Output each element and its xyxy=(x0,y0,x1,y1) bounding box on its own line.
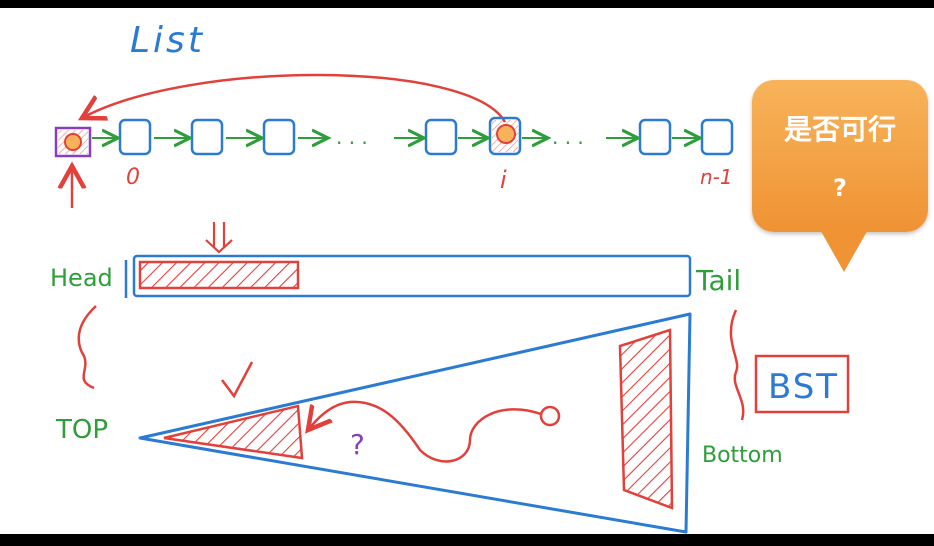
bottom-frame-bar xyxy=(0,534,934,546)
list-label: List xyxy=(130,20,205,61)
bst-triangle xyxy=(138,312,692,534)
head-target-circle xyxy=(64,133,82,151)
speech-callout xyxy=(752,80,928,232)
list-node-2 xyxy=(262,118,296,156)
callout-text: 是否可行 xyxy=(783,113,896,146)
deque-bar xyxy=(132,254,692,298)
index-0-label: 0 xyxy=(126,165,140,190)
list-node-3 xyxy=(424,118,458,156)
dots-left: . . . xyxy=(336,125,368,149)
index-n-1-label: n-1 xyxy=(700,165,733,189)
top-hatched-region xyxy=(163,404,304,460)
question-mark: ? xyxy=(350,428,365,461)
list-node-5 xyxy=(638,118,672,156)
top-label: TOP xyxy=(55,415,108,445)
dots-right: . . . xyxy=(552,125,584,149)
deque-hatched-segment xyxy=(138,260,300,290)
list-node-0 xyxy=(118,118,152,156)
head-label: Head xyxy=(50,264,113,292)
node-i-target-circle xyxy=(496,124,516,144)
right-brace xyxy=(729,309,745,421)
squiggle-origin xyxy=(539,405,561,427)
list-node-n-1 xyxy=(700,118,734,156)
tail-label: Tail xyxy=(695,264,741,297)
speech-callout-tail xyxy=(818,226,870,272)
back-arc-arrow xyxy=(82,73,507,123)
bst-box xyxy=(754,354,850,414)
squiggle-arrow xyxy=(308,400,542,463)
index-i-label: i xyxy=(500,166,507,194)
top-frame-bar xyxy=(0,0,934,8)
left-brace xyxy=(77,305,97,390)
bottom-hatched-region xyxy=(618,328,674,510)
head-sentinel-node xyxy=(54,126,92,158)
double-down-arrow xyxy=(205,222,233,254)
bottom-label: Bottom xyxy=(702,443,783,468)
callout-question: ? xyxy=(833,174,847,202)
bst-label: BST xyxy=(768,367,839,407)
list-node-1 xyxy=(190,118,224,156)
check-mark xyxy=(221,361,254,399)
